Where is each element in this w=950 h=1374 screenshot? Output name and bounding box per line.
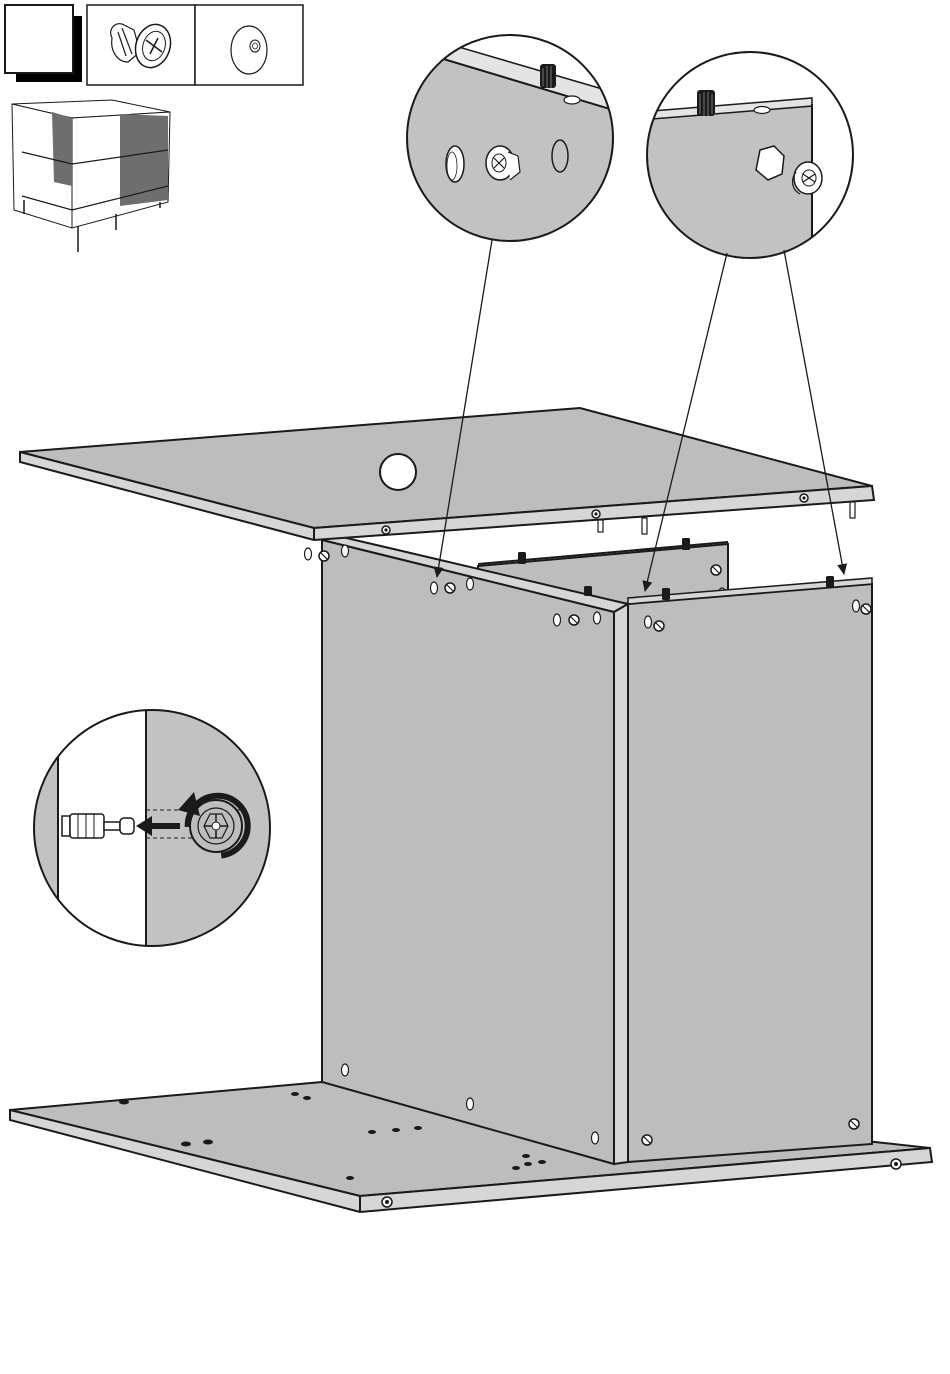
cable-hole (380, 454, 416, 490)
step-header (5, 5, 303, 85)
top-board (20, 408, 874, 540)
dowel-icon (540, 64, 556, 88)
cabinet-overview-icon (12, 100, 170, 252)
dowel-icon (682, 538, 690, 550)
cam-lock-fitting-icon (319, 551, 329, 561)
dowel-icon (584, 586, 592, 596)
cam-lock-cover-cap-icon (231, 26, 267, 74)
arrow-detail-to-right-panel-top (784, 250, 844, 574)
cam-lock-top-panel-detail (380, 24, 640, 260)
left-side-board (305, 536, 629, 1164)
dowel-icon (697, 90, 715, 116)
dowel-icon (662, 588, 670, 600)
cam-lock-rotation-detail (20, 700, 286, 960)
cam-lock-fitting-icon (445, 583, 455, 593)
parts-list (87, 5, 303, 85)
cam-lock-fitting-icon (861, 604, 871, 614)
cam-lock-side-panel-detail (640, 52, 853, 270)
dowel-icon (826, 576, 834, 588)
right-side-board (614, 576, 872, 1164)
dowel-icon (518, 552, 526, 564)
connector-bolt-icon (62, 814, 134, 838)
cam-lock-fitting-icon (654, 621, 664, 631)
cam-lock-fitting-icon (569, 615, 579, 625)
step-number-box (5, 5, 73, 73)
